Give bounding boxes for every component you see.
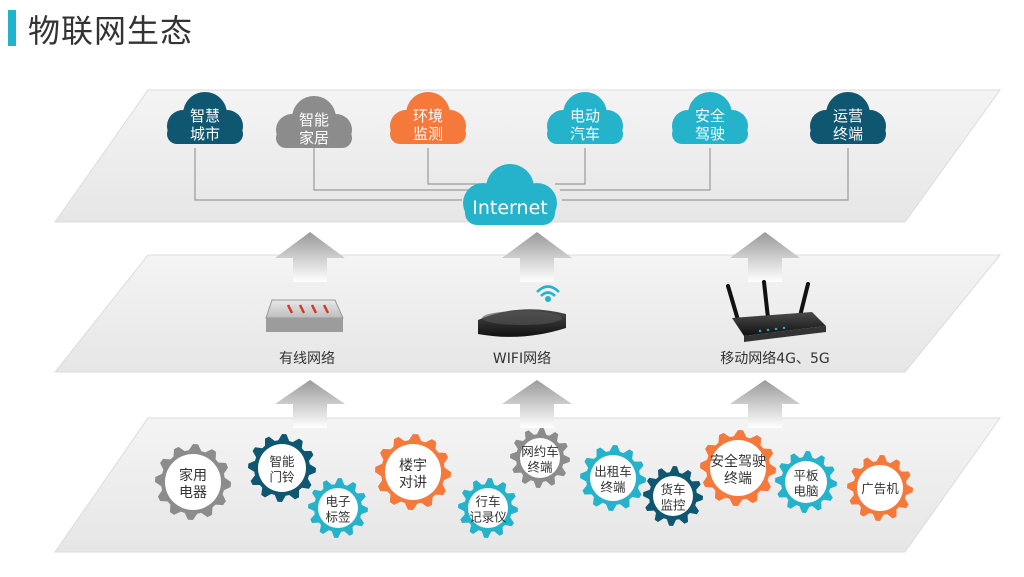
page-title: 物联网生态	[28, 12, 194, 50]
connector-6	[562, 148, 849, 201]
internet-label: Internet	[472, 197, 547, 219]
cloud-label-line1: 环境	[413, 107, 443, 125]
cloud-label-line2: 驾驶	[695, 125, 725, 143]
gear-label-line1: 平板	[793, 468, 819, 483]
cloud-label-line1: 智能	[299, 111, 329, 129]
gear-label-line1: 安全驾驶	[710, 453, 766, 470]
wifi-router-icon	[478, 285, 566, 337]
title-accent-bar	[8, 10, 16, 46]
gear-label-line1: 楼宇	[399, 458, 427, 474]
arrow-up-1	[275, 232, 345, 282]
gear-label-line2: 终端	[724, 471, 752, 487]
wired-switch-icon	[265, 299, 344, 332]
gear-label-line1: 货车	[660, 482, 685, 497]
gear-label-line1: 广告机	[861, 481, 899, 496]
gear-label-line1: 家用	[179, 467, 207, 484]
arrow-up-3	[730, 232, 800, 282]
gear-11[interactable]: 广告机	[847, 455, 913, 521]
gear-label-line2: 记录仪	[469, 510, 507, 525]
network-label-2: WIFI网络	[493, 351, 551, 367]
gear-label-line2: 门铃	[269, 470, 295, 485]
gear-label-line1: 出租车	[594, 464, 632, 479]
arrow-up-4	[275, 380, 345, 428]
cloud-label-line2: 监测	[413, 125, 443, 143]
gear-label-line2: 电脑	[793, 484, 818, 499]
gear-label-line2: 标签	[325, 510, 351, 525]
cloud-label-line2: 城市	[190, 125, 220, 143]
gear-label-line2: 对讲	[399, 475, 427, 491]
cloud-label-line2: 终端	[833, 125, 863, 143]
cloud-label-line1: 安全	[695, 107, 725, 125]
internet-hub[interactable]: Internet	[463, 164, 557, 225]
arrow-up-6	[730, 380, 800, 428]
gear-label-line2: 终端	[600, 480, 625, 495]
gear-label-line2: 终端	[527, 460, 552, 475]
cloud-label-line2: 家居	[299, 129, 329, 147]
cloud-connectors	[194, 148, 849, 201]
arrow-up-2	[502, 232, 572, 282]
cloud-label-line2: 汽车	[570, 125, 600, 143]
gear-label-line1: 智能	[269, 454, 295, 469]
cloud-label-line1: 运营	[833, 107, 863, 125]
gear-label-line2: 监控	[660, 498, 686, 513]
connector-2	[313, 148, 470, 191]
connector-1	[194, 148, 462, 201]
gear-label-line2: 电器	[179, 485, 207, 501]
cloud-label-line1: 智慧	[190, 107, 220, 125]
connector-5	[560, 148, 711, 191]
network-label-3: 移动网络4G、5G	[720, 351, 830, 367]
upward-arrows	[275, 232, 800, 428]
connector-4	[555, 148, 586, 185]
gear-label-line1: 网约车	[521, 444, 559, 459]
antenna-router-icon	[726, 280, 826, 342]
device-gears: 家用电器智能门铃电子标签楼宇对讲行车记录仪网约车终端出租车终端货车监控安全驾驶终…	[155, 428, 913, 538]
gear-label-line1: 电子	[325, 494, 350, 509]
network-labels: 有线网络 WIFI网络 移动网络4G、5G	[279, 351, 830, 367]
network-label-1: 有线网络	[279, 351, 335, 367]
cloud-label-line1: 电动	[570, 107, 600, 125]
cloud-5[interactable]: 安全驾驶	[672, 92, 748, 144]
wifi-signal-icon	[536, 285, 560, 303]
gear-label-line1: 行车	[475, 494, 500, 509]
arrow-up-5	[502, 380, 572, 428]
connector-3	[427, 148, 480, 185]
